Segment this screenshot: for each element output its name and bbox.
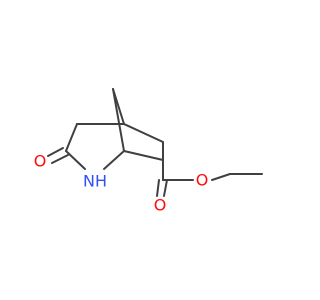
atom-label-nitrogen: NH bbox=[83, 172, 107, 191]
bond-c3-n2 bbox=[65, 150, 86, 170]
atom-label-carbonyl-oxygen: O bbox=[154, 196, 167, 215]
bond-c8-c1 bbox=[112, 88, 125, 152]
atom-labels: O NH O O bbox=[34, 152, 209, 215]
bond-n2-c1 bbox=[103, 150, 125, 170]
bond-c3-o-double-a bbox=[47, 147, 64, 157]
bond-c7-c1 bbox=[123, 150, 164, 161]
chemical-structure-diagram: O NH O O bbox=[34, 88, 263, 215]
bond-ester-c-o-double-a bbox=[156, 179, 160, 197]
bond-c5-c6 bbox=[123, 123, 164, 143]
bond-ester-c-o-double-b bbox=[163, 179, 168, 197]
skeletal-bonds bbox=[47, 88, 263, 197]
bond-o-ch2 bbox=[211, 173, 231, 181]
bond-c3-c4 bbox=[65, 123, 78, 152]
atom-label-ester-oxygen: O bbox=[196, 171, 209, 190]
atom-label-lactam-oxygen: O bbox=[34, 152, 47, 171]
bond-c3-o-double-b bbox=[51, 154, 69, 164]
